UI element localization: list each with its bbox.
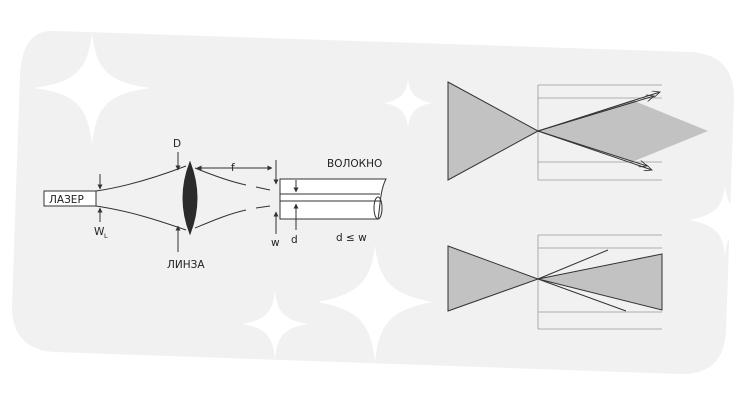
lens-shape bbox=[182, 160, 198, 236]
laser-width-label: W bbox=[94, 226, 105, 238]
lens-diameter-label: D bbox=[173, 138, 181, 150]
input-cone-top bbox=[447, 81, 540, 181]
output-cone-top bbox=[538, 100, 708, 162]
grid-lines-bottom bbox=[537, 234, 662, 330]
spot-width-label: w bbox=[271, 237, 280, 249]
coupling-diagram bbox=[43, 152, 387, 252]
laser-width-subscript: L bbox=[104, 232, 108, 240]
beam-converging-upper-2 bbox=[255, 186, 271, 191]
ray-arrows-top bbox=[537, 92, 660, 170]
sparkle-decorations bbox=[34, 32, 751, 362]
focal-length-label: f bbox=[231, 162, 235, 174]
ray-lines-bottom bbox=[537, 249, 627, 312]
cone-diagram-bottom bbox=[447, 234, 663, 330]
lens-label: ЛИНЗА bbox=[167, 259, 205, 271]
output-cone-bottom bbox=[537, 253, 663, 311]
beam-converging-lower-2 bbox=[255, 205, 271, 209]
sparkle-icon bbox=[242, 290, 308, 360]
laser-label: ЛАЗЕР bbox=[49, 194, 84, 206]
cone-diagram-top bbox=[447, 81, 708, 181]
beam-converging-lower bbox=[194, 209, 247, 229]
fiber-end-face bbox=[373, 196, 383, 220]
sparkle-icon bbox=[318, 245, 432, 362]
laser-box bbox=[43, 190, 97, 207]
input-cone-bottom bbox=[447, 245, 540, 312]
fiber-label: ВОЛОКНО bbox=[327, 158, 382, 170]
sparkle-icon bbox=[34, 32, 150, 145]
condition-label: d ≤ w bbox=[336, 232, 367, 244]
core-diameter-label: d bbox=[291, 234, 298, 246]
sparkle-icon bbox=[384, 80, 432, 128]
sparkle-icon bbox=[690, 185, 751, 256]
